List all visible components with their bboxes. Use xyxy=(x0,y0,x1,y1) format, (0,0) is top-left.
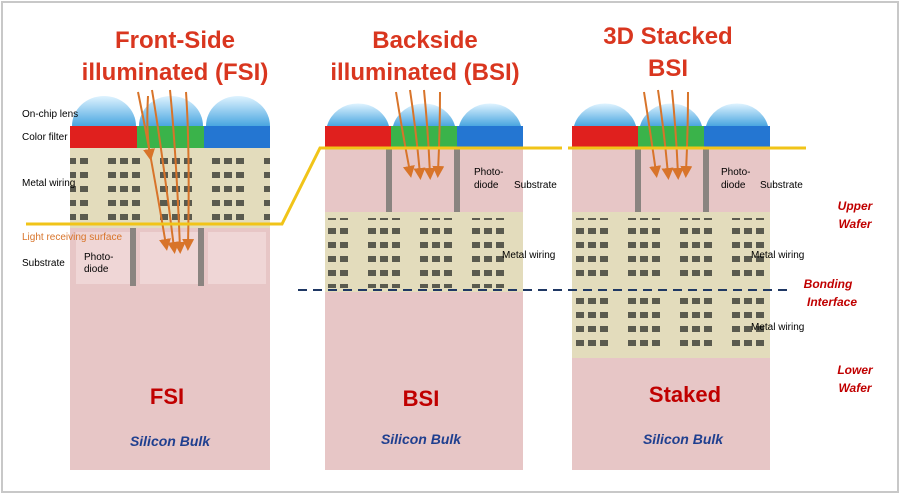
stacked-column: Photo- diode Substrate Metal wiring Meta… xyxy=(572,89,804,470)
bsi-light-ray-4 xyxy=(432,91,445,178)
bsi-silicon-bulk-label: Silicon Bulk xyxy=(381,431,462,447)
stacked-light-ray-2 xyxy=(657,89,674,180)
title-fsi-line2: illuminated (FSI) xyxy=(82,59,269,86)
fsi-photodiode-right xyxy=(208,232,266,284)
stacked-lower-wiring-pattern xyxy=(572,296,770,352)
fsi-silicon-bulk xyxy=(70,285,270,470)
stacked-isolation-1 xyxy=(635,148,641,212)
fsi-label-wiring: Metal wiring xyxy=(22,178,75,189)
stacked-filter-blue xyxy=(704,126,770,148)
bsi-filter-blue xyxy=(457,126,523,148)
stacked-label-wiring-lower: Metal wiring xyxy=(751,322,804,333)
title-bsi-line2: illuminated (BSI) xyxy=(330,59,519,86)
stacked-filter-red xyxy=(572,126,638,148)
title-fsi-line1: Front-Side xyxy=(115,27,235,54)
bsi-wiring-pattern xyxy=(325,218,523,288)
stacked-upper-wiring-pattern xyxy=(572,218,770,284)
fsi-isolation-1 xyxy=(130,228,136,286)
bsi-filter-green xyxy=(391,126,457,148)
side-label-lower-line2: Wafer xyxy=(838,381,872,395)
fsi-filter-red xyxy=(70,126,137,148)
fsi-label-photo-line1: Photo- xyxy=(84,252,113,263)
bsi-silicon-bulk xyxy=(325,292,523,470)
fsi-label-surface: Light receiving surface xyxy=(22,232,122,243)
fsi-photodiode-mid xyxy=(140,232,198,284)
fsi-silicon-bulk-label: Silicon Bulk xyxy=(130,433,211,449)
bsi-light-ray-2 xyxy=(409,89,426,180)
title-bsi-line1: Backside xyxy=(372,27,477,54)
fsi-bottom-label: FSI xyxy=(150,384,184,409)
stacked-substrate-layer xyxy=(572,148,770,212)
fsi-label-filter: Color filter xyxy=(22,132,68,143)
fsi-photodiode-left xyxy=(76,232,130,284)
side-label-bonding-line1: Bonding xyxy=(804,277,853,291)
fsi-lens-right xyxy=(206,96,270,126)
stacked-bottom-label: Staked xyxy=(649,382,721,407)
stacked-lens-right xyxy=(706,103,768,126)
bsi-lens-right xyxy=(459,103,521,126)
bsi-label-photo-line1: Photo- xyxy=(474,167,503,178)
fsi-isolation-2 xyxy=(198,228,204,286)
light-receiving-surface-line xyxy=(26,146,562,226)
bsi-label-photo-line2: diode xyxy=(474,180,499,191)
title-stacked-line1: 3D Stacked xyxy=(603,23,732,50)
fsi-lens-left xyxy=(72,96,136,126)
stacked-light-ray-1 xyxy=(643,91,662,178)
stacked-light-ray-3 xyxy=(671,89,684,180)
fsi-light-ray-3 xyxy=(169,89,186,254)
fsi-label-substrate: Substrate xyxy=(22,258,65,269)
stacked-silicon-bulk-label: Silicon Bulk xyxy=(643,431,724,447)
bsi-isolation-2 xyxy=(454,148,460,212)
stacked-lens-mid xyxy=(640,103,702,126)
bsi-light-ray-3 xyxy=(423,89,436,180)
bsi-filter-red xyxy=(325,126,391,148)
side-label-upper-line1: Upper xyxy=(838,199,874,213)
fsi-column: On-chip lens Color filter Metal wiring L… xyxy=(22,89,270,470)
stacked-label-photo-line2: diode xyxy=(721,180,746,191)
bsi-lens-mid xyxy=(393,103,455,126)
bsi-label-substrate: Substrate xyxy=(514,180,557,191)
bsi-lens-left xyxy=(327,103,389,126)
bsi-column: Photo- diode Substrate Metal wiring BSI … xyxy=(325,89,557,470)
stacked-label-substrate: Substrate xyxy=(760,180,803,191)
side-label-upper-line2: Wafer xyxy=(838,217,872,231)
fsi-label-photo-line2: diode xyxy=(84,264,109,275)
bsi-substrate-layer xyxy=(325,148,523,212)
fsi-filter-blue xyxy=(204,126,270,148)
stacked-label-wiring-upper: Metal wiring xyxy=(751,250,804,261)
bsi-light-ray-1 xyxy=(395,91,415,178)
bsi-isolation-1 xyxy=(386,148,392,212)
stacked-silicon-bulk xyxy=(572,358,770,470)
stacked-label-photo-line1: Photo- xyxy=(721,167,750,178)
fsi-label-lens: On-chip lens xyxy=(22,109,78,120)
bsi-label-wiring: Metal wiring xyxy=(502,250,555,261)
stacked-filter-green xyxy=(638,126,704,148)
stacked-lens-left xyxy=(574,103,636,126)
bsi-bottom-label: BSI xyxy=(403,386,440,411)
stacked-isolation-2 xyxy=(703,148,709,212)
fsi-light-ray-2 xyxy=(151,89,180,254)
stacked-light-ray-4 xyxy=(680,91,693,178)
title-stacked-line2: BSI xyxy=(648,55,688,82)
side-label-lower-line1: Lower xyxy=(837,363,874,377)
side-label-bonding-line2: Interface xyxy=(807,295,857,309)
fsi-light-ray-5 xyxy=(143,95,155,161)
